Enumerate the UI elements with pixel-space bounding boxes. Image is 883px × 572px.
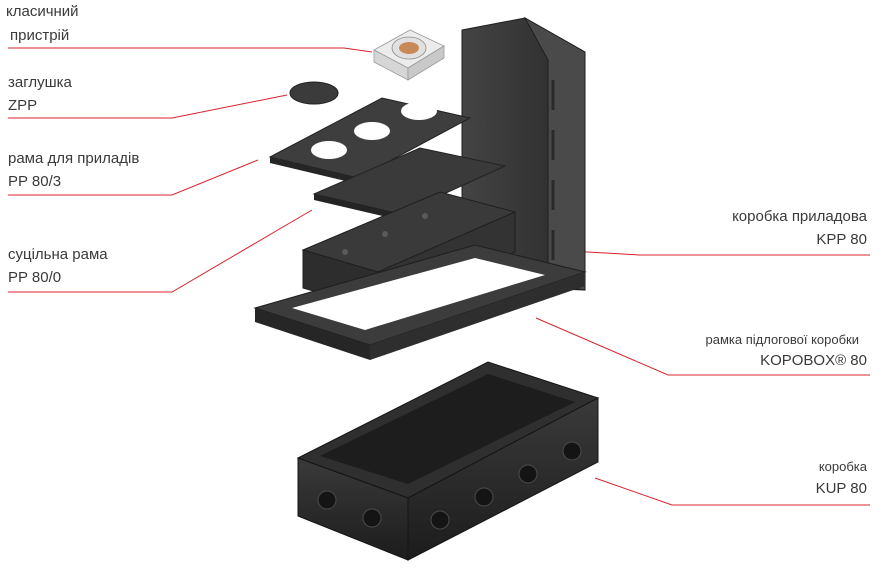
leader-device xyxy=(8,47,373,53)
plug-disc xyxy=(289,81,339,105)
socket-device xyxy=(373,29,445,81)
label-box-line1: коробка xyxy=(818,459,867,474)
floor-box xyxy=(296,361,600,561)
solid-frame-plate xyxy=(312,147,507,220)
label-solid-frame-line1: суцільна рама xyxy=(8,246,108,263)
leader-lines xyxy=(8,47,870,506)
label-device-box-line2: KPP 80 xyxy=(816,231,867,248)
leader-box xyxy=(594,477,870,506)
label-floor-frame-line2: KOPOBOX® 80 xyxy=(760,352,867,369)
frame-devices-plate xyxy=(268,97,472,184)
label-solid-frame-line2: PP 80/0 xyxy=(8,269,62,286)
label-device-line1: класичний xyxy=(6,3,79,20)
leader-floor-frame xyxy=(535,317,870,376)
label-box-line2: KUP 80 xyxy=(815,480,867,497)
label-device-line2: пристрій xyxy=(10,27,70,44)
label-plug-line1: заглушка xyxy=(8,74,72,91)
floor-frame xyxy=(253,244,587,360)
leader-solid-frame xyxy=(8,209,313,293)
leader-frame-devices xyxy=(8,159,259,196)
label-frame-devices-line2: PP 80/3 xyxy=(8,173,62,190)
label-device-box-line1: коробка приладова xyxy=(732,208,867,225)
label-plug-line2: ZPP xyxy=(8,97,38,114)
label-frame-devices-line1: рама для приладів xyxy=(8,150,140,167)
label-floor-frame-line1: рамка підлогової коробки xyxy=(705,332,859,347)
leader-plug xyxy=(8,94,288,119)
